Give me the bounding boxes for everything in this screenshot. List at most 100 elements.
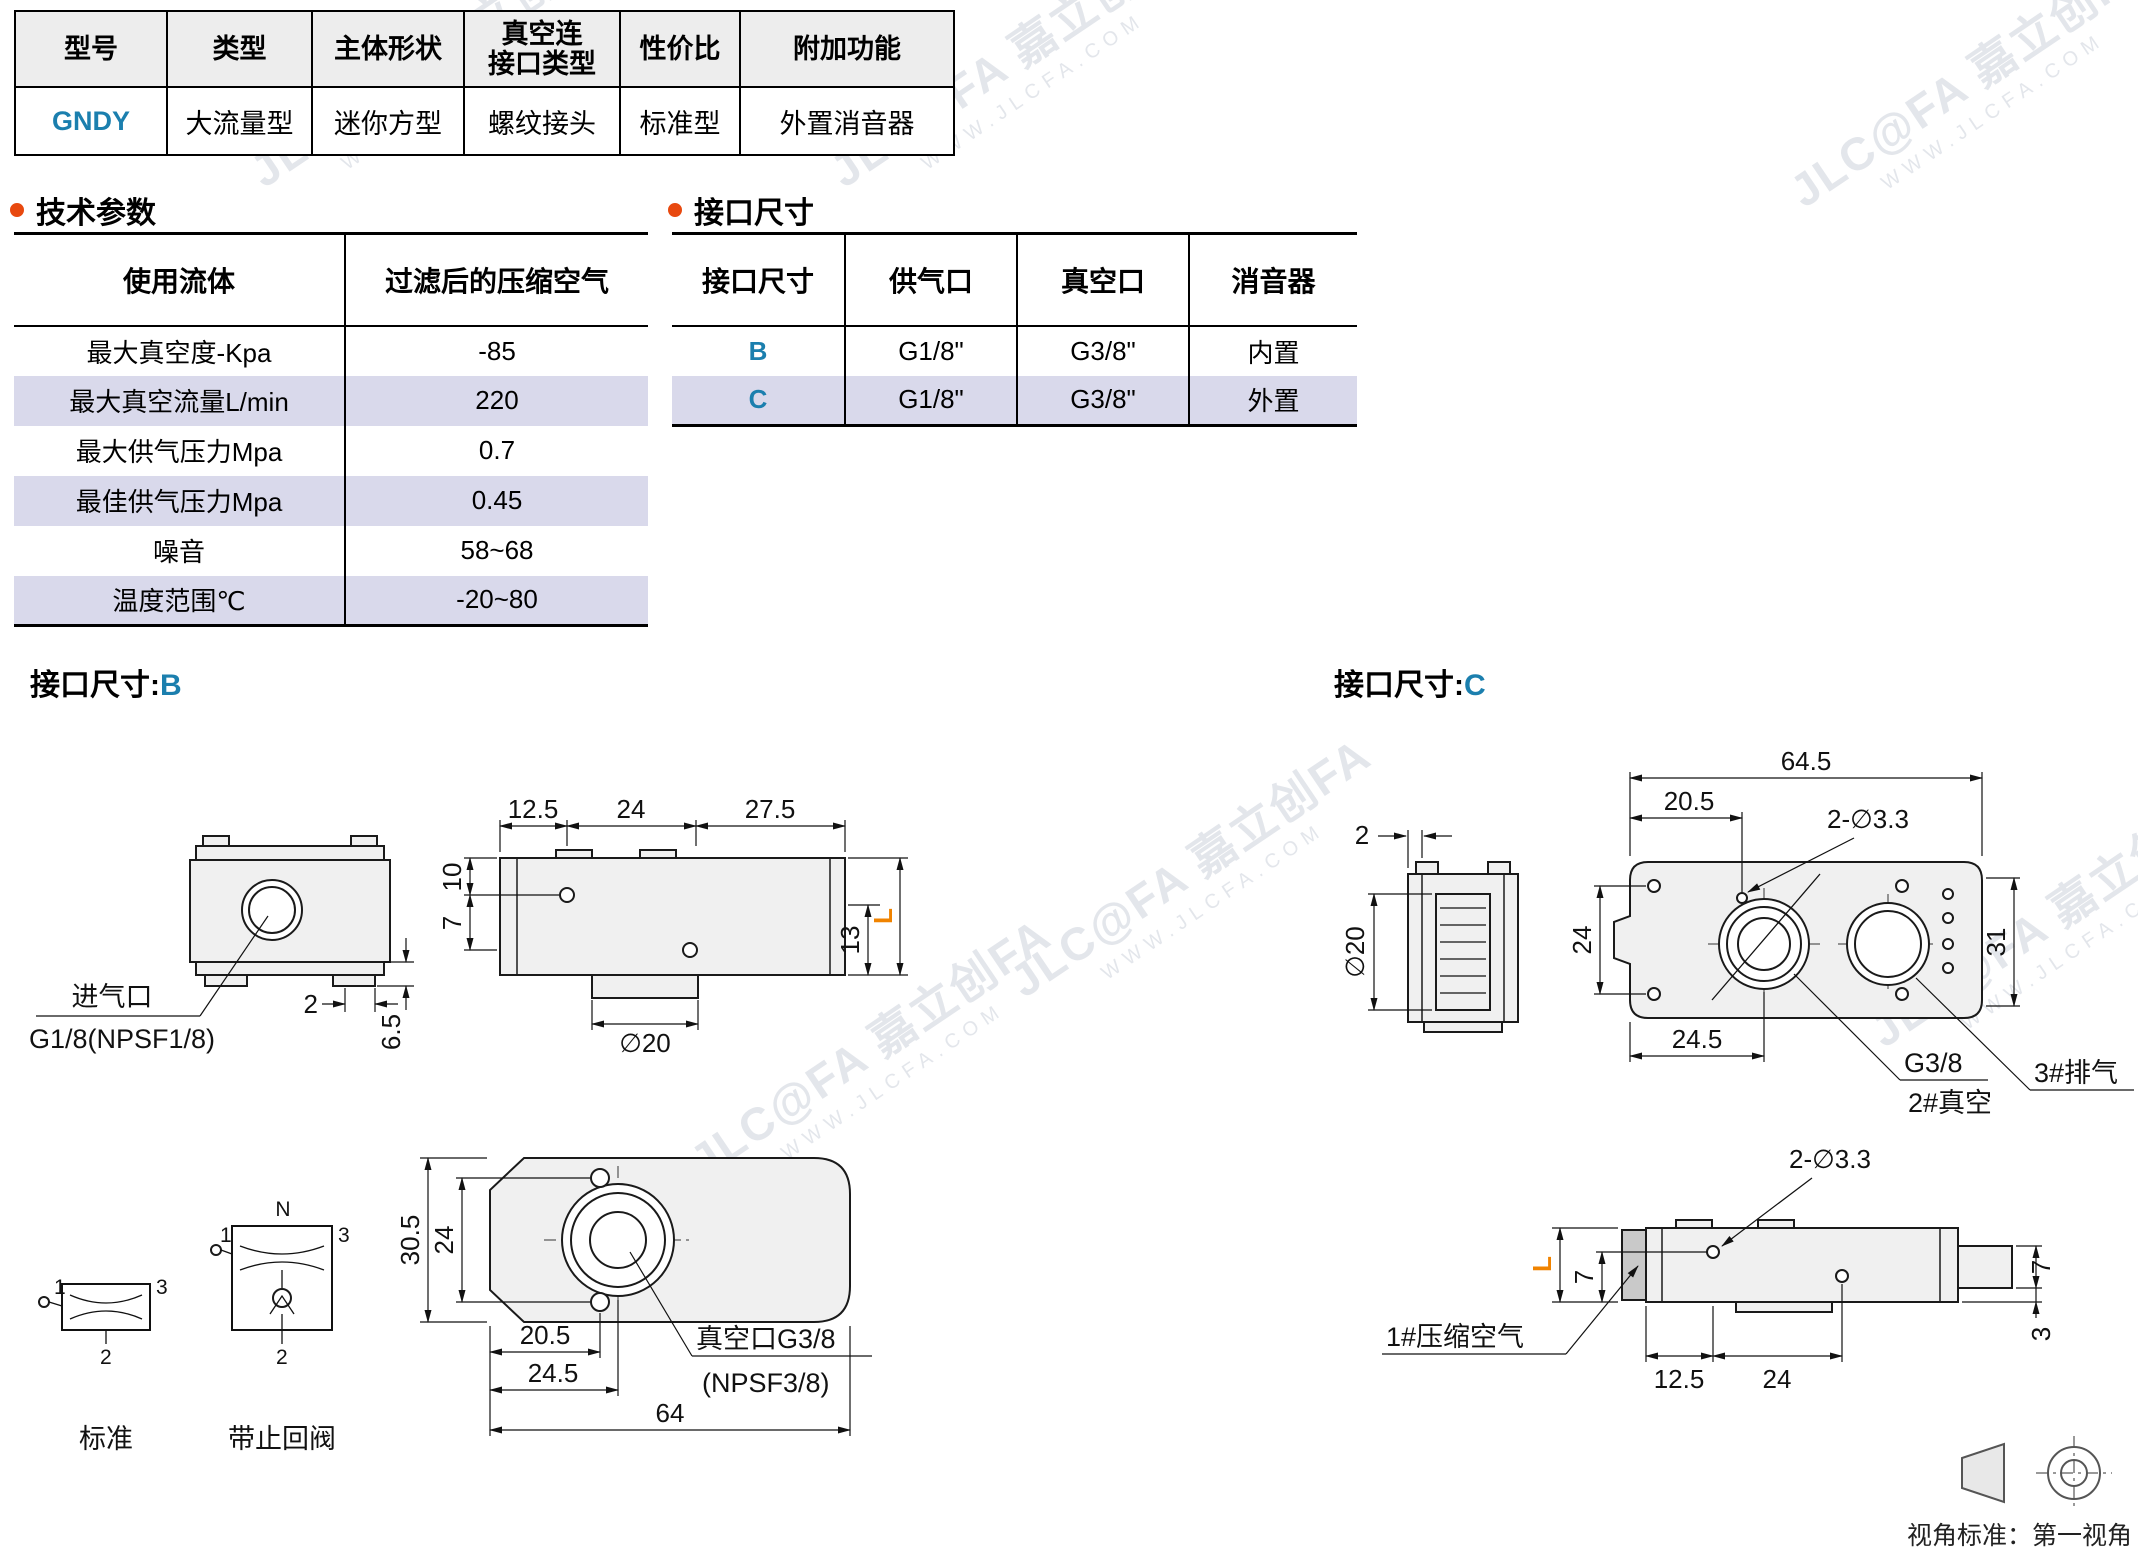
- dim-label: 12.5: [1654, 1364, 1705, 1394]
- c-side-dims: 2-∅3.3 L 7 1#压缩空气 12.5 24 7 3: [1382, 1144, 2056, 1394]
- dim-label: ∅20: [619, 1028, 671, 1058]
- tech-row-value: 0.7: [344, 425, 648, 476]
- vacuum2-label: 2#真空: [1908, 1088, 1992, 1118]
- c-top-view: [1613, 861, 1983, 1019]
- drawing-c-canvas: 2 ∅20 64.5 20.5 2-∅3.3: [1340, 746, 2134, 1550]
- c-port-callouts: G3/8 2#真空 3#排气: [1793, 973, 2134, 1118]
- projection-caption: 视角标准：第一视角: [1907, 1522, 2132, 1550]
- dim-label: 64: [656, 1398, 685, 1428]
- vacuum-thread-label: (NPSF3/8): [702, 1368, 830, 1398]
- exhaust3-label: 3#排气: [2034, 1058, 2118, 1088]
- tech-row-value: 0.45: [344, 475, 648, 526]
- tech-row-label: 噪音: [152, 537, 205, 567]
- port-muffler: 内置: [1188, 325, 1357, 376]
- dim-label: 2-∅3.3: [1827, 804, 1909, 834]
- dim-label: 7: [1569, 1270, 1599, 1284]
- drawing-b-title-label: 接口尺寸:: [30, 669, 160, 702]
- dim-label-l: L: [1527, 1256, 1557, 1272]
- b-symbol-check-valve: N 1 3 2 带止回阀: [210, 1198, 350, 1454]
- dim-label: 31: [1981, 928, 2011, 957]
- dim-label: 6.5: [376, 1014, 406, 1050]
- dim-label: 2: [304, 989, 318, 1019]
- spec-table: 型号 类型 主体形状 真空连 接口类型 性价比 附加功能 GNDY 大流量型 迷…: [14, 10, 955, 156]
- spec-value: 螺纹接头: [463, 86, 621, 156]
- drawing-b-variant: B: [160, 669, 182, 702]
- b-bottom-dims: 30.5 24 20.5 24.5 64: [395, 1157, 851, 1436]
- c-top-dims: 64.5 20.5 2-∅3.3 24 31 24.5: [1567, 746, 2020, 1062]
- g38-label: G3/8: [1904, 1048, 1963, 1078]
- tech-params-table: 使用流体 过滤后的压缩空气 最大真空度-Kpa-85 最大真空流量L/min 22…: [14, 232, 648, 627]
- drawing-c-title-label: 接口尺寸:: [1334, 669, 1464, 702]
- dim-label: 3: [2026, 1327, 2056, 1341]
- port-muffler: 外置: [1188, 375, 1357, 427]
- dim-label: 30.5: [395, 1215, 425, 1266]
- dim-label: 20.5: [520, 1320, 571, 1350]
- spec-col-header: 主体形状: [311, 10, 465, 88]
- port-number: 1: [220, 1224, 232, 1247]
- symbol-check-valve-label: 带止回阀: [228, 1424, 336, 1454]
- drawing-c-title: 接口尺寸:C: [1334, 660, 1486, 704]
- tech-row: 最佳供气压力Mpa 0.45: [14, 475, 648, 526]
- section-bullet-icon: [10, 203, 24, 217]
- tech-row-value: 220: [344, 375, 648, 426]
- tech-row-label: 最大真空流量L/min: [69, 387, 289, 417]
- tech-row-label: 最大真空度-Kpa: [86, 337, 272, 368]
- b-side-dims: 12.5 24 27.5 10 7 13 L ∅20: [437, 794, 908, 1058]
- drawing-c-variant: C: [1464, 669, 1486, 702]
- drawing-b-title: 接口尺寸:B: [30, 660, 182, 704]
- dim-label: 24: [1567, 926, 1597, 955]
- dim-label: 12.5: [508, 794, 559, 824]
- tech-col1-header: 使用流体: [14, 232, 345, 327]
- port-size-heading: 接口尺寸: [668, 188, 814, 232]
- b-bottom-view: [489, 1157, 851, 1323]
- tech-row: 最大真空流量L/min 220: [14, 375, 648, 426]
- dim-label: 2-∅3.3: [1789, 1144, 1871, 1174]
- dim-label: 24: [429, 1226, 459, 1255]
- tech-col2-header: 过滤后的压缩空气: [344, 232, 648, 327]
- port-col-header: 接口尺寸: [672, 232, 845, 327]
- dim-label: 24: [617, 794, 646, 824]
- port-row-c: C G1/8" G3/8" 外置: [672, 375, 1357, 427]
- spec-col-header: 真空连 接口类型: [463, 10, 621, 88]
- port-number: 2: [276, 1346, 288, 1369]
- port-row-b: B G1/8" G3/8" 内置: [672, 325, 1357, 376]
- dim-label: 27.5: [745, 794, 796, 824]
- projection-symbol: [1961, 1436, 2112, 1510]
- spec-col-header: 附加功能: [739, 10, 955, 88]
- dim-label: 2: [1355, 820, 1369, 850]
- inlet-label: 进气口: [72, 982, 153, 1012]
- dim-label: 7: [2026, 1260, 2056, 1274]
- spec-model-value: GNDY: [14, 86, 168, 156]
- tech-params-heading: 技术参数: [10, 188, 156, 232]
- port-number: 3: [156, 1276, 168, 1299]
- dim-label: 10: [437, 863, 467, 892]
- dim-label: ∅20: [1340, 926, 1370, 978]
- port-size-title: 接口尺寸: [694, 197, 814, 230]
- tech-row: 温度范围℃-20~80: [14, 575, 648, 627]
- tech-row: 最大真空度-Kpa-85: [14, 325, 648, 376]
- port-vacuum: G3/8": [1016, 325, 1189, 376]
- symbol-n-label: N: [275, 1198, 290, 1221]
- b-front-dims: 2 6.5: [304, 938, 414, 1050]
- tech-row-value: -20~80: [344, 575, 648, 627]
- b-side-view: [499, 849, 846, 999]
- spec-value: 外置消音器: [739, 86, 955, 156]
- c-end-dims: 2 ∅20: [1340, 820, 1452, 1011]
- port-col-header: 供气口: [844, 232, 1017, 327]
- dim-label: 24.5: [528, 1358, 579, 1388]
- tech-row-label: 最大供气压力Mpa: [75, 437, 283, 467]
- b-vacuum-callout: 真空口G3/8 (NPSF3/8): [629, 1251, 872, 1398]
- b-symbol-standard: 1 3 2 标准: [38, 1276, 168, 1454]
- air1-label: 1#压缩空气: [1386, 1322, 1524, 1352]
- c-side-view: [1621, 1219, 2013, 1313]
- port-number: 1: [54, 1276, 66, 1299]
- vacuum-port-label: 真空口G3/8: [696, 1324, 836, 1354]
- spec-col-header: 类型: [166, 10, 313, 88]
- tech-row-label: 最佳供气压力Mpa: [75, 487, 283, 517]
- dim-label: 7: [437, 916, 467, 930]
- spec-value: 标准型: [619, 86, 741, 156]
- port-supply: G1/8": [844, 375, 1017, 427]
- port-supply: G1/8": [844, 325, 1017, 376]
